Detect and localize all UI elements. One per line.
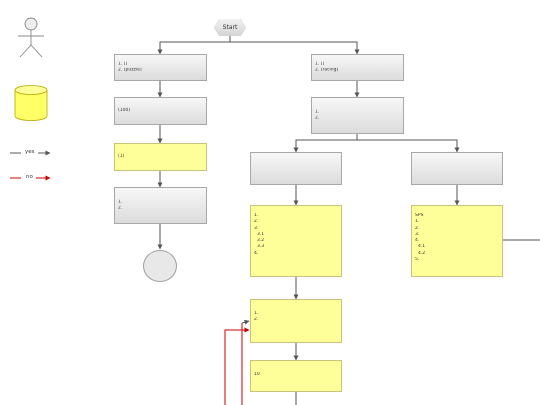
node-line: 2. [puzzle]	[118, 67, 142, 73]
node-line: 1.	[118, 199, 123, 205]
node-line: 5.	[415, 257, 420, 263]
node-line: 2.	[254, 317, 259, 323]
node-line: 1.	[415, 219, 420, 225]
no-loop-back	[224, 327, 250, 405]
node-loop-check: 10	[250, 360, 342, 392]
node-line: 1. []	[315, 61, 325, 67]
node-puzzle-result: 1.2.	[114, 187, 207, 224]
node-line: 4.	[415, 238, 420, 244]
node-loop-step: 1.2.	[250, 299, 342, 343]
node-line: 3.2	[257, 238, 265, 244]
node-line: SPS	[415, 213, 424, 218]
node-line: 1.	[315, 109, 320, 115]
node-line: 2.	[254, 219, 259, 225]
legend-no-label: no	[26, 174, 33, 180]
database-icon	[14, 85, 48, 121]
node-line: (100)	[118, 107, 131, 113]
node-line: 3.3	[257, 244, 265, 250]
node-line: 1.	[254, 311, 259, 316]
node-racing-branch-right	[411, 152, 503, 185]
node-line: (1)	[118, 153, 125, 159]
start-node: Start	[214, 19, 246, 36]
node-line: 3.	[254, 225, 259, 231]
node-line: 1.	[254, 213, 259, 218]
node-line: 3.	[415, 231, 420, 237]
node-racing-branch-left	[250, 152, 342, 185]
node-racing-setup: 1.2.	[311, 97, 404, 134]
node-line: 4.1	[418, 244, 426, 250]
node-puzzle-init: (100)	[114, 97, 207, 125]
node-line: 2.	[415, 225, 420, 231]
end-node	[143, 250, 177, 282]
node-line: 2.	[118, 205, 123, 211]
node-puzzle-check: (1)	[114, 143, 207, 171]
no-loop-arrow	[241, 319, 250, 325]
node-puzzle-mode: 1. [] 2. [puzzle]	[114, 54, 207, 81]
legend-yes-label: yes	[25, 149, 35, 155]
actor-icon	[18, 17, 44, 58]
racing-split-connector	[295, 134, 458, 152]
start-connector	[159, 36, 358, 54]
node-line: 2.	[315, 115, 320, 121]
node-racing-mode: 1. [] 2. [racing]	[311, 54, 404, 81]
node-line: 1. []	[118, 61, 128, 67]
node-line: 4.	[254, 250, 259, 256]
node-line: 3.1	[257, 231, 265, 237]
node-line: 2. [racing]	[315, 67, 339, 73]
node-line: 10	[254, 372, 260, 377]
node-line: 4.2	[418, 250, 426, 256]
